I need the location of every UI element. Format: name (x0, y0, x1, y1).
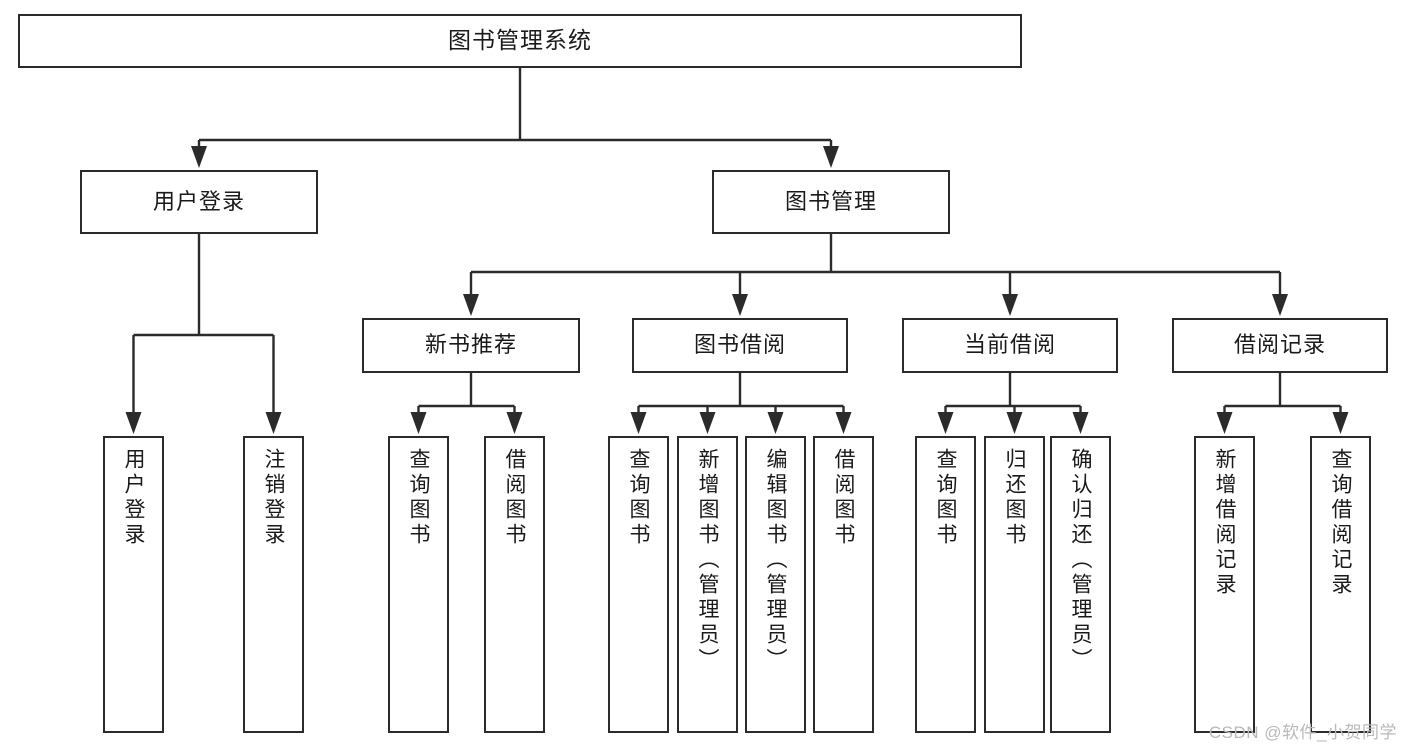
node-leaf-7[interactable]: 编辑图书（管理员） (745, 436, 806, 733)
connector-arrowhead (630, 412, 647, 434)
connector-arrowhead (823, 146, 839, 168)
connector-arrowhead (1002, 294, 1018, 316)
node-label: 借阅图书 (832, 448, 855, 548)
node-label: 用户登录 (152, 188, 245, 214)
connector-arrowhead (191, 146, 207, 168)
node-leaf-10[interactable]: 归还图书 (984, 436, 1045, 733)
node-label: 图书借阅 (693, 332, 786, 358)
connector-arrowhead (1272, 294, 1288, 316)
node-label: 新增借阅记录 (1213, 448, 1236, 598)
node-leaf-8[interactable]: 借阅图书 (813, 436, 874, 733)
connector-arrowhead (265, 412, 282, 434)
node-newbook[interactable]: 新书推荐 (362, 318, 580, 373)
node-leaf-11[interactable]: 确认归还（管理员） (1050, 436, 1111, 733)
node-label: 当前借阅 (963, 332, 1056, 358)
node-leaf-9[interactable]: 查询图书 (915, 436, 976, 733)
node-label: 归还图书 (1003, 448, 1026, 548)
node-label: 借阅记录 (1233, 332, 1326, 358)
node-label: 查询图书 (407, 448, 430, 548)
connector-arrowhead (1006, 412, 1023, 434)
connector-arrowhead (767, 412, 784, 434)
node-leaf-1[interactable]: 用户登录 (103, 436, 164, 733)
connector-arrowhead (732, 294, 748, 316)
connector-arrowhead (1072, 412, 1089, 434)
node-login[interactable]: 用户登录 (80, 170, 318, 234)
node-leaf-12[interactable]: 新增借阅记录 (1194, 436, 1255, 733)
node-bookmgmt[interactable]: 图书管理 (712, 170, 950, 234)
connector-arrowhead (835, 412, 852, 434)
node-leaf-5[interactable]: 查询图书 (608, 436, 669, 733)
node-leaf-2[interactable]: 注销登录 (243, 436, 304, 733)
connector-arrowhead (463, 294, 479, 316)
node-current[interactable]: 当前借阅 (902, 318, 1118, 373)
node-label: 新增图书（管理员） (696, 448, 719, 673)
node-leaf-3[interactable]: 查询图书 (388, 436, 449, 733)
connector-arrowhead (506, 412, 523, 434)
node-leaf-6[interactable]: 新增图书（管理员） (677, 436, 738, 733)
node-label: 确认归还（管理员） (1069, 448, 1092, 673)
node-label: 查询图书 (627, 448, 650, 548)
node-label: 查询借阅记录 (1329, 448, 1352, 598)
node-label: 编辑图书（管理员） (764, 448, 787, 673)
watermark: CSDN @软件_小贺同学 (1208, 723, 1397, 742)
connector-arrowhead (1332, 412, 1349, 434)
node-borrow[interactable]: 图书借阅 (632, 318, 848, 373)
node-leaf-13[interactable]: 查询借阅记录 (1310, 436, 1371, 733)
connector-arrowhead (1216, 412, 1233, 434)
node-label: 图书管理 (784, 188, 877, 214)
node-label: 用户登录 (122, 448, 145, 548)
node-leaf-4[interactable]: 借阅图书 (484, 436, 545, 733)
node-root[interactable]: 图书管理系统 (18, 14, 1022, 68)
connector-arrowhead (699, 412, 716, 434)
node-records[interactable]: 借阅记录 (1172, 318, 1388, 373)
node-label: 查询图书 (934, 448, 957, 548)
node-label: 注销登录 (262, 448, 285, 548)
node-label: 新书推荐 (424, 332, 517, 358)
connector-arrowhead (937, 412, 954, 434)
connector-arrowhead (125, 412, 142, 434)
node-label: 借阅图书 (503, 448, 526, 548)
node-label: 图书管理系统 (448, 27, 592, 54)
connector-arrowhead (410, 412, 427, 434)
